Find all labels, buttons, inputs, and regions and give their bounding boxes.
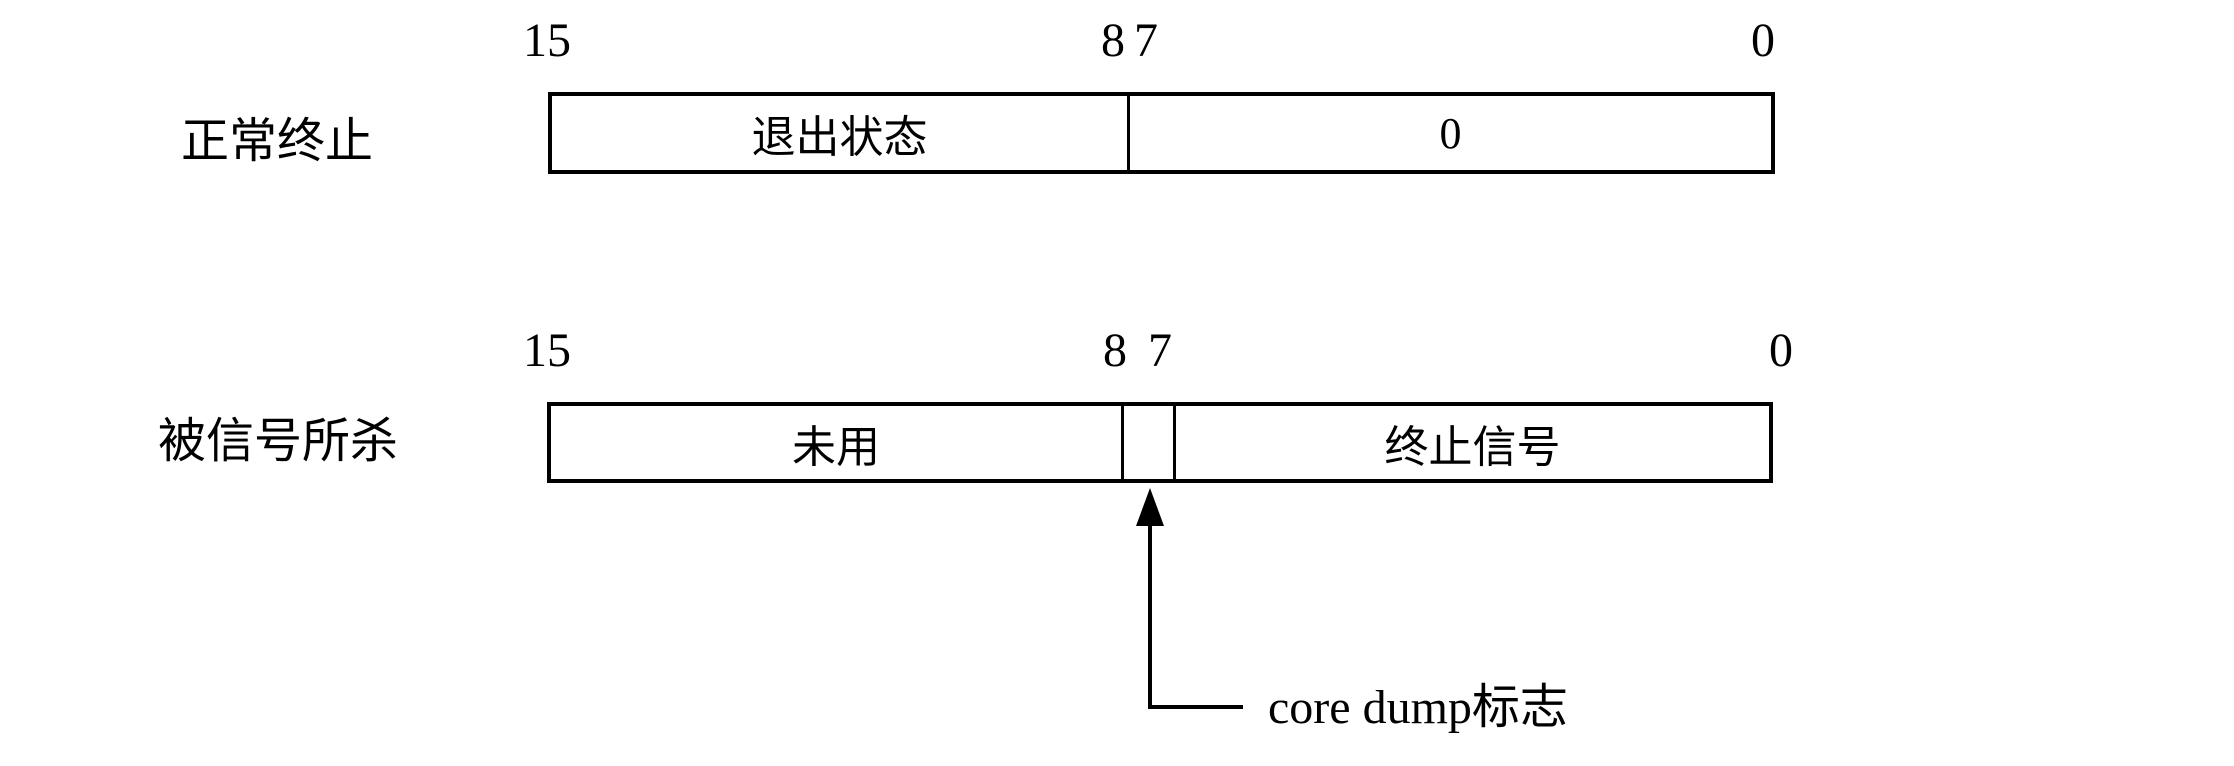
arrow-stem-line	[1148, 520, 1152, 709]
word-box-killed-by-signal: 未用 终止信号	[547, 402, 1773, 483]
bit-label-15-signal: 15	[523, 324, 571, 377]
bit-label-15-normal: 15	[523, 14, 571, 67]
row-label-killed-by-signal: 被信号所杀	[157, 415, 398, 468]
cell-unused: 未用	[551, 406, 1124, 479]
bit-label-8-signal: 8	[1103, 324, 1127, 377]
bit-label-0-normal: 0	[1751, 14, 1775, 67]
word-box-normal-termination: 退出状态 0	[548, 92, 1775, 174]
cell-exit-status: 退出状态	[552, 96, 1130, 170]
cell-termination-signal: 终止信号	[1384, 422, 1561, 472]
bit-label-7-normal: 7	[1134, 14, 1158, 67]
cell-low-zero: 0	[1439, 108, 1462, 158]
bit-label-8-normal: 8	[1101, 14, 1125, 67]
cell-core-dump-flag	[1124, 406, 1176, 479]
core-dump-annotation: core dump标志	[1268, 681, 1568, 734]
bit-label-7-signal: 7	[1148, 324, 1172, 377]
arrow-up-icon	[1136, 488, 1164, 526]
bit-label-0-signal: 0	[1769, 324, 1793, 377]
row-label-normal-termination: 正常终止	[180, 115, 373, 168]
arrow-horizontal-line	[1150, 705, 1243, 709]
